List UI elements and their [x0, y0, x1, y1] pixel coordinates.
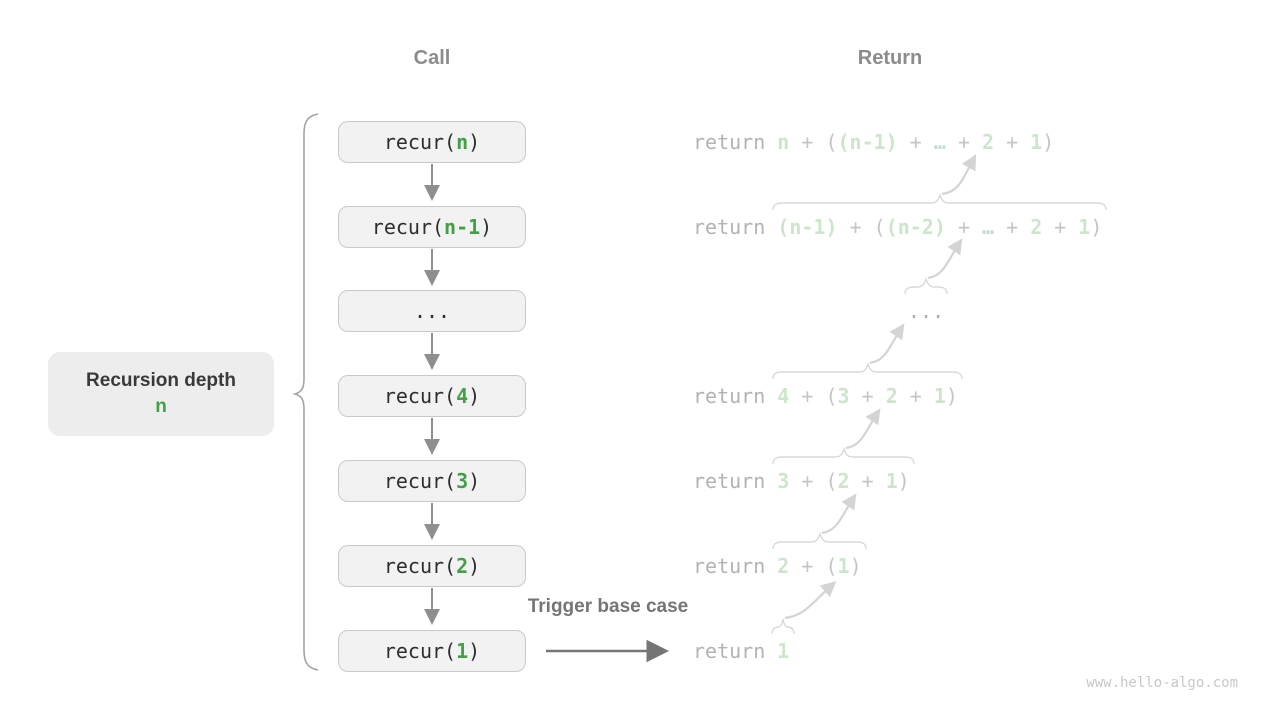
return-line-2: return 2 + (1) — [693, 554, 862, 578]
recursion-depth-brace-icon — [292, 113, 319, 671]
call-box-recur-1: recur(1) — [338, 630, 526, 672]
return-line-3: return 3 + (2 + 1) — [693, 469, 910, 493]
trigger-base-case-label: Trigger base case — [527, 596, 689, 617]
call-column-header: Call — [413, 47, 451, 69]
return-line-ellipsis: ... — [908, 299, 945, 323]
return-line-1: return 1 — [693, 639, 790, 663]
return-line-4: return 4 + (3 + 2 + 1) — [693, 384, 958, 408]
call-box-recur-3: recur(3) — [338, 460, 526, 502]
return-line-n-1: return (n-1) + ((n-2) + … + 2 + 1) — [693, 215, 1103, 239]
recursion-depth-label: Recursion depth n — [48, 352, 274, 436]
return-column-header: Return — [857, 47, 923, 69]
call-box-recur-n: recur(n) — [338, 121, 526, 163]
recursion-depth-n: n — [155, 396, 167, 417]
call-box-recur-2: recur(2) — [338, 545, 526, 587]
call-box-ellipsis: ... — [338, 290, 526, 332]
call-box-recur-n-1: recur(n-1) — [338, 206, 526, 248]
call-box-recur-4: recur(4) — [338, 375, 526, 417]
return-line-n: return n + ((n-1) + … + 2 + 1) — [693, 130, 1055, 154]
recursion-depth-text: Recursion depth — [86, 370, 236, 391]
watermark: www.hello-algo.com — [1086, 675, 1238, 691]
